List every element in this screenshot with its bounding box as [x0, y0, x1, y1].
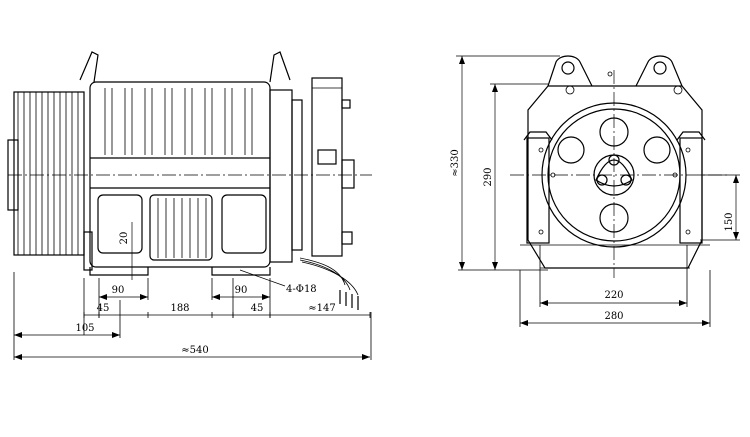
shaft-end: [7, 139, 19, 211]
dim-90-left: 90: [112, 285, 125, 296]
front-lug-right: [635, 55, 683, 87]
dim-220: 220: [604, 290, 623, 301]
dim-290: 290: [483, 167, 494, 186]
side-view: 20 4-Φ18 90 90 45 188 45 ≈147 105 ≈540: [7, 51, 372, 360]
dim-330: ≈330: [450, 149, 461, 176]
main-body: [79, 51, 291, 276]
dim-147: ≈147: [308, 303, 335, 314]
dim-540: ≈540: [181, 345, 208, 356]
dim-188: 188: [170, 303, 189, 314]
hole-note: 4-Φ18: [286, 284, 317, 295]
dim-150: 150: [724, 212, 735, 231]
front-view: ≈330 290 150 220 280: [450, 55, 740, 327]
dim-105: 105: [75, 323, 94, 334]
dim-45-right: 45: [251, 303, 264, 314]
dim-45-left: 45: [97, 303, 110, 314]
hole-note-leader: [239, 269, 286, 287]
sheave-hole-top: [599, 117, 629, 147]
sheave-outer: [541, 102, 687, 248]
terminal-box: [317, 149, 337, 165]
brake-plate-left: [526, 137, 550, 244]
dim-20: 20: [119, 232, 130, 245]
brake-plate-right: [679, 137, 703, 244]
left-drum: [7, 91, 93, 271]
front-lug-left: [547, 55, 593, 87]
dim-280: 280: [604, 311, 623, 322]
right-end: [269, 77, 359, 310]
dim-90-right: 90: [235, 285, 248, 296]
sheave-hole-bottom: [599, 203, 629, 233]
